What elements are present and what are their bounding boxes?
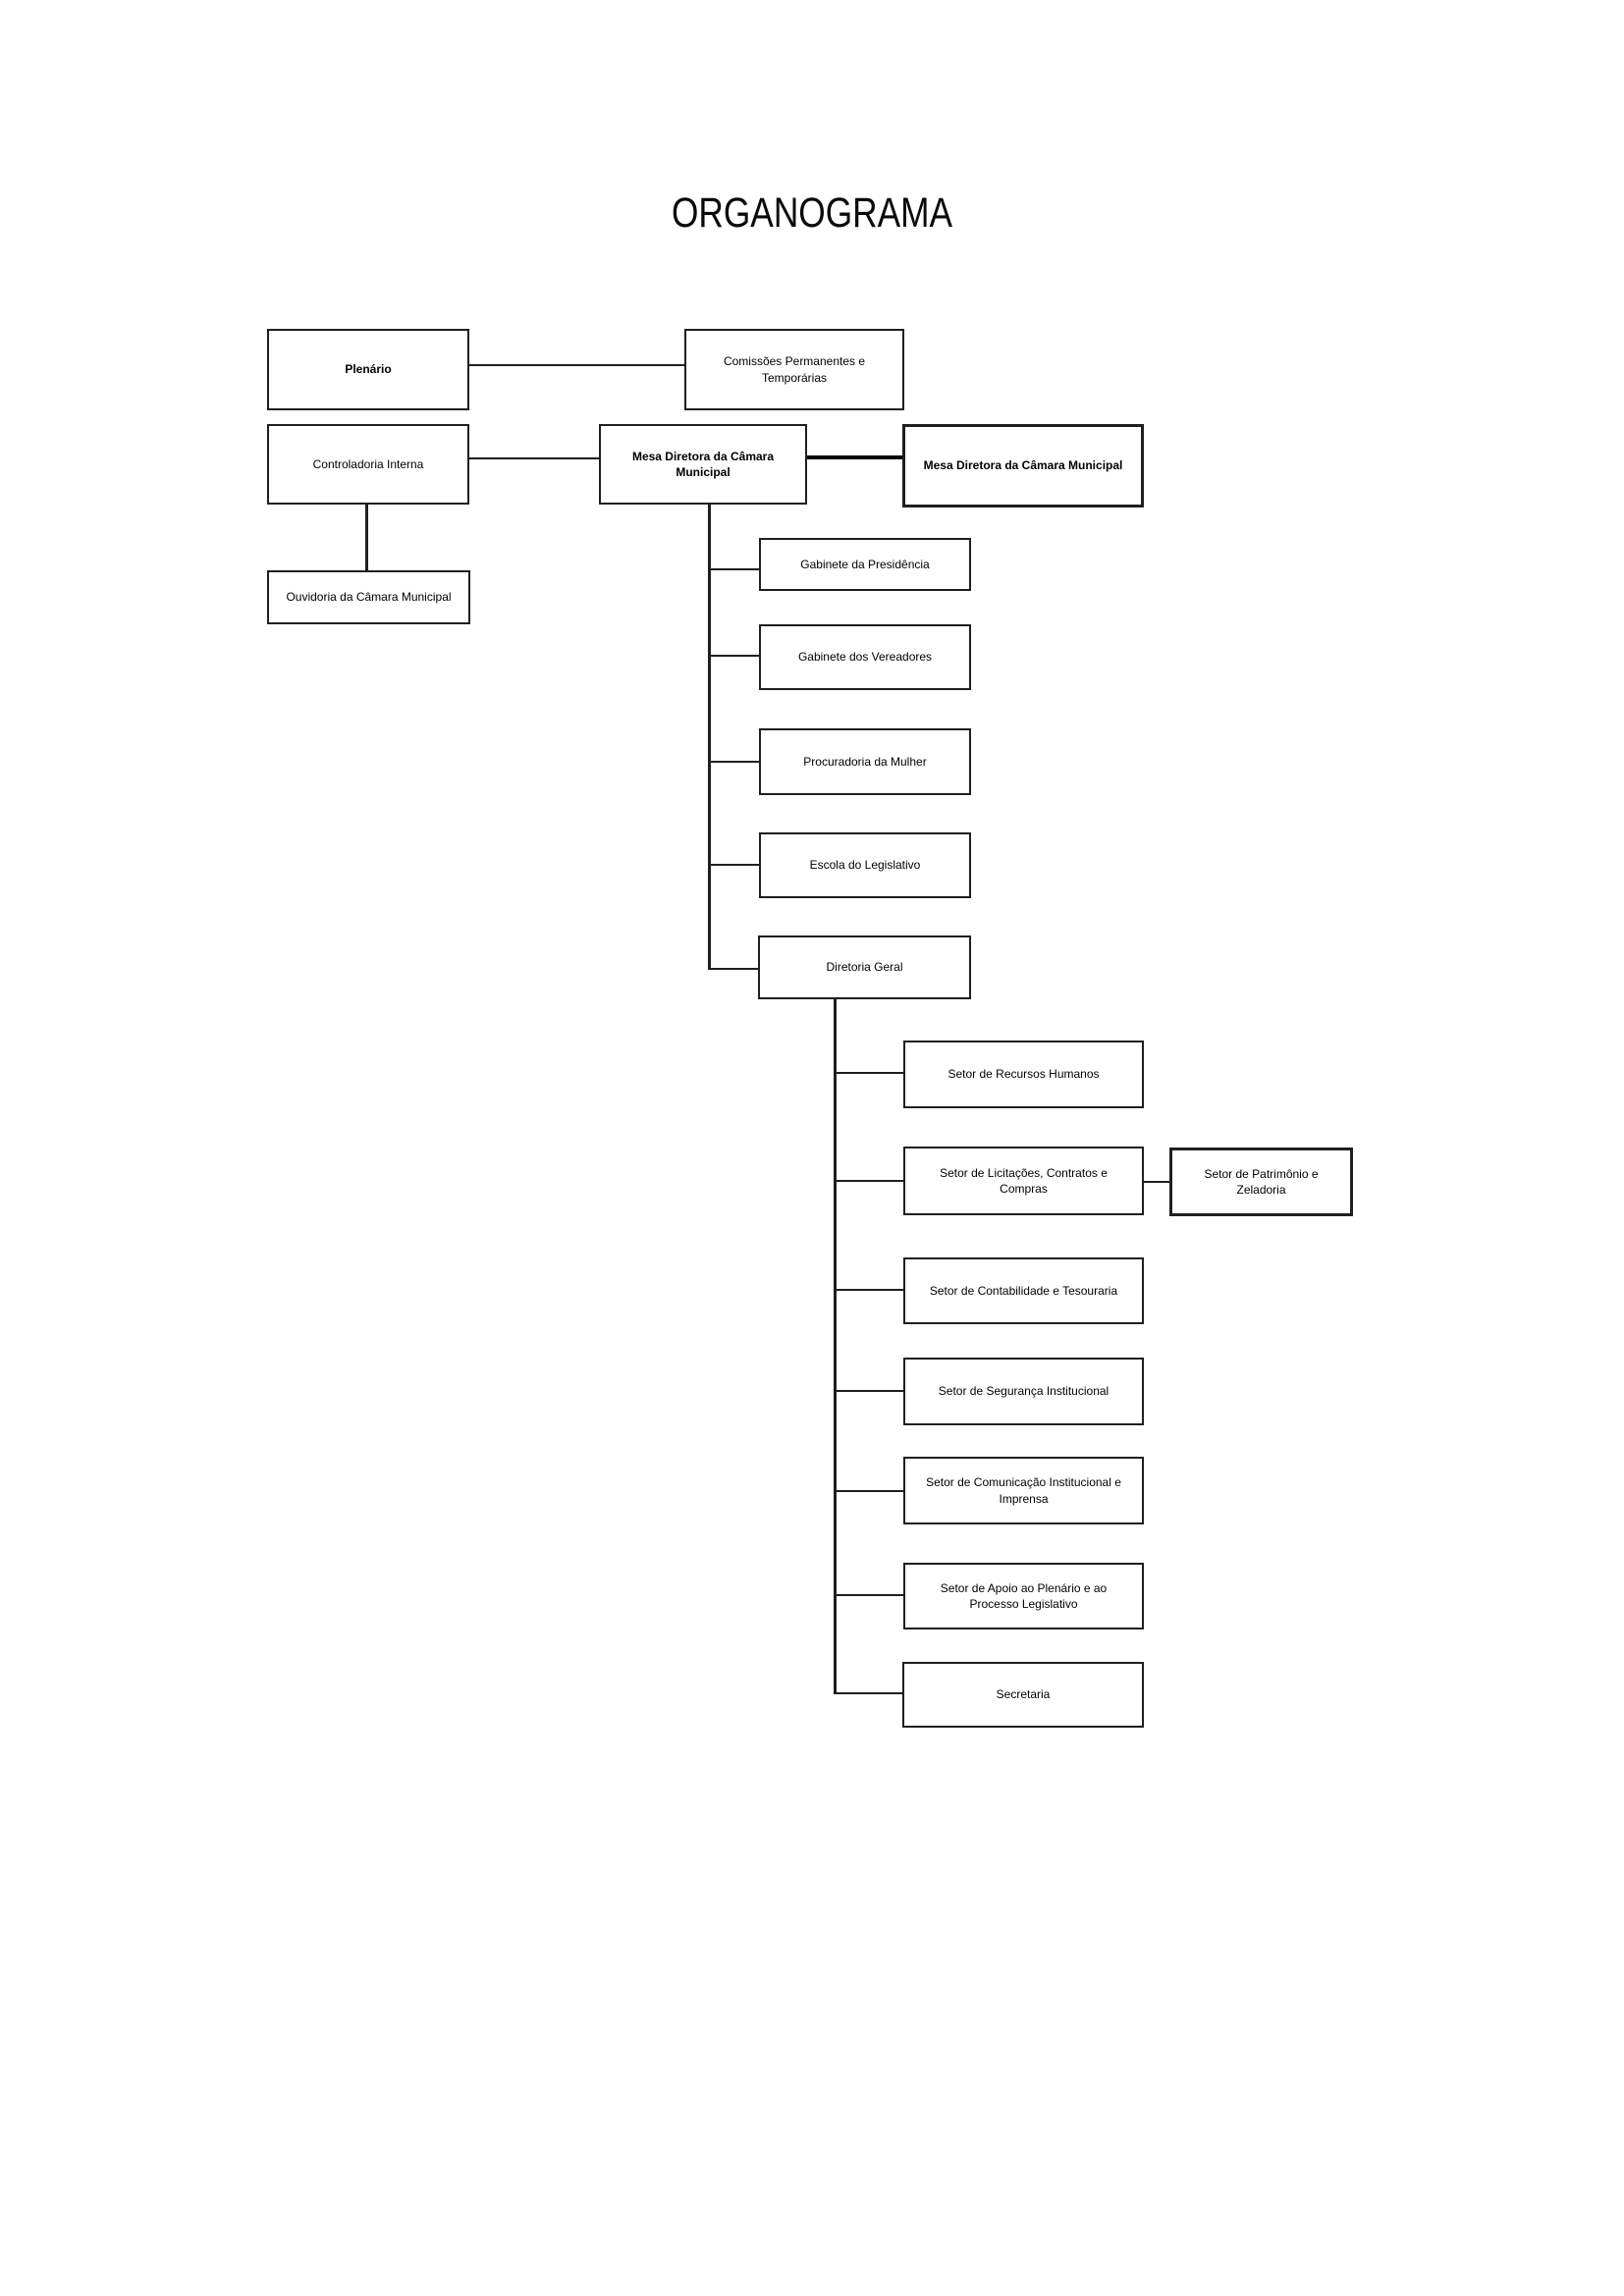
- org-node-comissoes-permanentes-temporarias: Comissões Permanentes e Temporárias: [684, 329, 904, 410]
- org-node-gabinete-presidencia: Gabinete da Presidência: [759, 538, 971, 591]
- org-node-gab-vereadores-label: Gabinete dos Vereadores: [797, 650, 933, 665]
- org-node-ouvidoria: Ouvidoria da Câmara Municipal: [267, 570, 470, 624]
- org-node-secretaria-label: Secretaria: [996, 1687, 1051, 1702]
- org-node-apoio-label: Setor de Apoio ao Plenário e ao Processo…: [940, 1580, 1108, 1611]
- connector-controladoria-mesa: [469, 457, 599, 459]
- connector-spine-presidencia: [711, 568, 759, 570]
- org-node-procuradoria-mulher: Procuradoria da Mulher: [759, 728, 971, 795]
- connector-plenario-comissoes: [469, 364, 684, 366]
- org-node-plenario-label: Plenário: [345, 362, 392, 377]
- org-node-diretoria-label: Diretoria Geral: [826, 960, 903, 975]
- org-node-ouvidoria-label: Ouvidoria da Câmara Municipal: [286, 590, 452, 605]
- org-node-controladoria-label: Controladoria Interna: [312, 456, 424, 471]
- connector-sub-spine: [834, 999, 837, 1694]
- connector-spine-diretoria: [711, 968, 758, 970]
- org-node-controladoria-interna: Controladoria Interna: [267, 424, 469, 505]
- org-node-licitacoes-label: Setor de Licitações, Contratos e Compras: [940, 1165, 1108, 1196]
- org-node-setor-comunicacao: Setor de Comunicação Institucional e Imp…: [903, 1457, 1144, 1524]
- org-node-mesa-diretora-right: Mesa Diretora da Câmara Municipal: [902, 424, 1144, 507]
- org-node-setor-patrimonio: Setor de Patrimônio e Zeladoria: [1169, 1148, 1353, 1216]
- connector-licitacoes-patrimonio: [1144, 1181, 1169, 1183]
- org-node-setor-licitacoes: Setor de Licitações, Contratos e Compras: [903, 1147, 1144, 1215]
- connector-spine-comunicacao: [837, 1490, 903, 1492]
- org-node-setor-contabilidade: Setor de Contabilidade e Tesouraria: [903, 1257, 1144, 1324]
- org-node-escola-label: Escola do Legislativo: [809, 858, 921, 873]
- connector-spine-secretaria: [837, 1692, 902, 1694]
- connector-mesa-mesa: [807, 455, 902, 459]
- org-node-setor-recursos-humanos: Setor de Recursos Humanos: [903, 1041, 1144, 1108]
- org-node-mesa-right-label: Mesa Diretora da Câmara Municipal: [923, 458, 1123, 473]
- org-node-comunicacao-label: Setor de Comunicação Institucional e Imp…: [926, 1475, 1121, 1506]
- org-node-setor-apoio-plenario: Setor de Apoio ao Plenário e ao Processo…: [903, 1563, 1144, 1629]
- org-node-recursos-label: Setor de Recursos Humanos: [947, 1067, 1100, 1082]
- org-node-setor-seguranca: Setor de Segurança Institucional: [903, 1358, 1144, 1425]
- connector-spine-contabilidade: [837, 1289, 903, 1291]
- connector-spine-seguranca: [837, 1390, 903, 1392]
- connector-spine-vereadores: [711, 655, 759, 657]
- org-node-mesa-central-label: Mesa Diretora da Câmara Municipal: [631, 449, 775, 479]
- connector-spine-escola: [711, 864, 759, 866]
- org-node-escola-legislativo: Escola do Legislativo: [759, 832, 971, 898]
- connector-spine-recursos: [837, 1072, 903, 1074]
- connector-spine-apoio: [837, 1594, 903, 1596]
- connector-controladoria-ouvidoria: [365, 505, 368, 570]
- connector-main-spine: [708, 505, 711, 970]
- page-title: ORGANOGRAMA: [671, 189, 953, 237]
- org-node-secretaria: Secretaria: [902, 1662, 1144, 1728]
- org-node-contabilidade-label: Setor de Contabilidade e Tesouraria: [929, 1283, 1118, 1298]
- org-node-mesa-diretora-central: Mesa Diretora da Câmara Municipal: [599, 424, 807, 505]
- org-node-diretoria-geral: Diretoria Geral: [758, 935, 971, 999]
- org-node-comissoes-label: Comissões Permanentes e Temporárias: [723, 354, 866, 385]
- org-node-plenario: Plenário: [267, 329, 469, 410]
- connector-spine-procuradoria: [711, 761, 759, 763]
- org-node-gabinete-vereadores: Gabinete dos Vereadores: [759, 624, 971, 690]
- org-node-seguranca-label: Setor de Segurança Institucional: [938, 1384, 1110, 1399]
- connector-spine-licitacoes: [837, 1180, 903, 1182]
- org-node-procuradoria-label: Procuradoria da Mulher: [803, 754, 927, 769]
- org-node-patrimonio-label: Setor de Patrimônio e Zeladoria: [1204, 1166, 1319, 1197]
- org-node-gab-presidencia-label: Gabinete da Presidência: [800, 557, 930, 571]
